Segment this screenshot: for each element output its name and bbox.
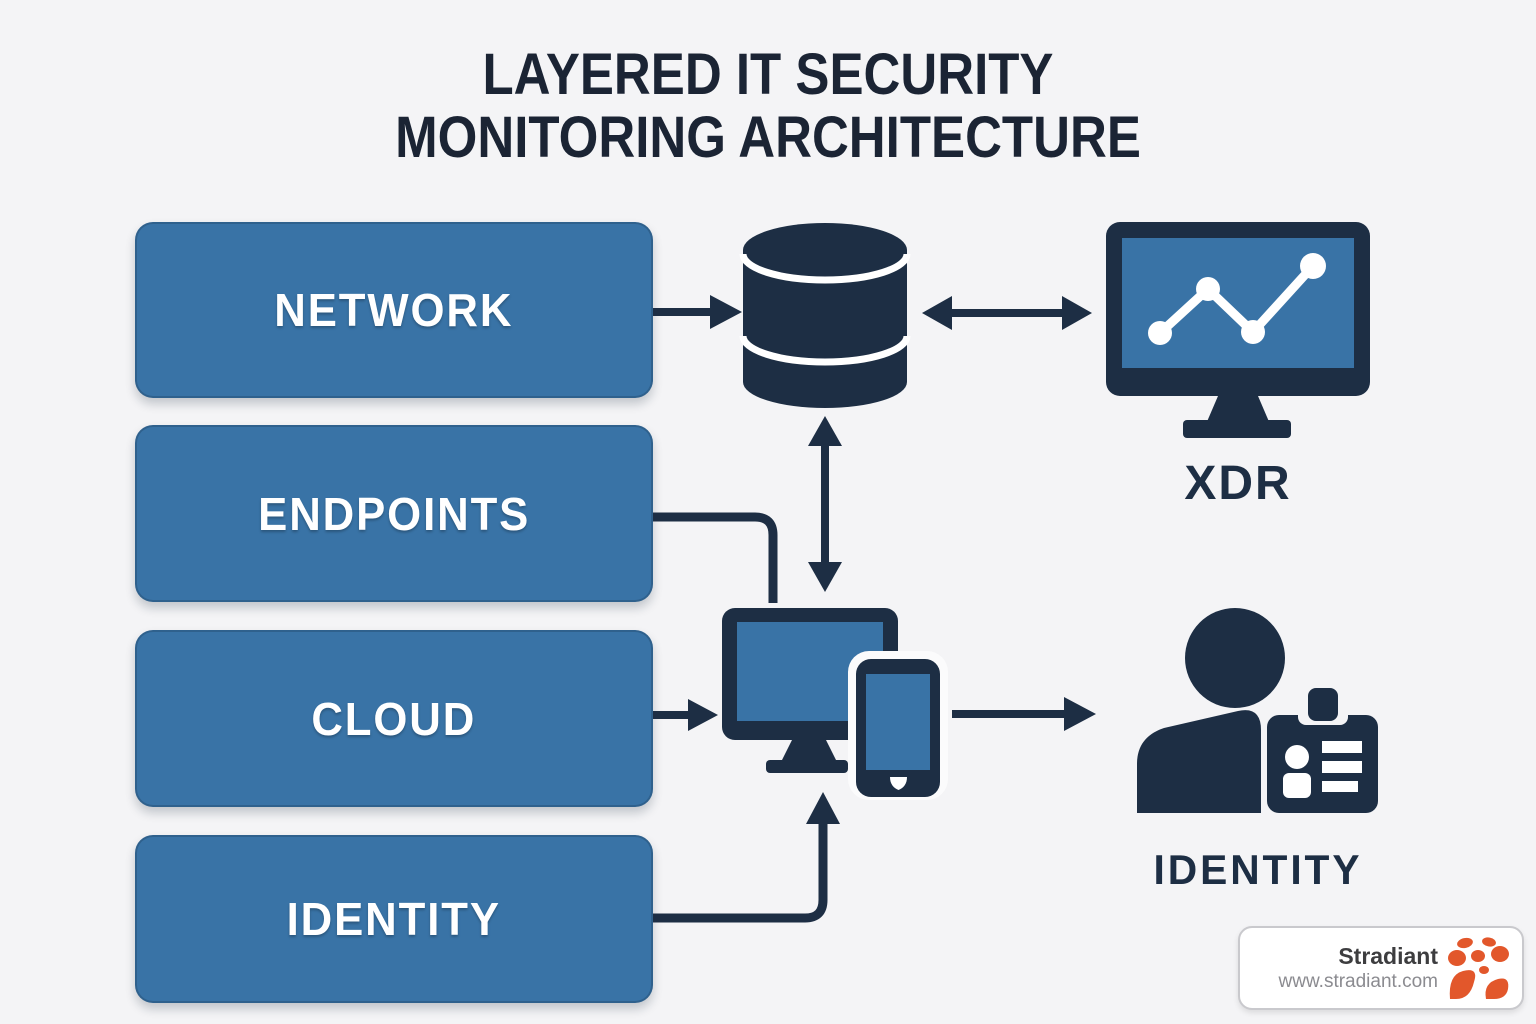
smartphone-icon — [848, 651, 948, 800]
xdr-line-chart-icon — [1148, 253, 1326, 345]
layer-box-cloud: CLOUD — [135, 630, 653, 807]
connector-identity-to-devices — [653, 792, 840, 923]
layer-box-network: NETWORK — [135, 222, 653, 398]
title-line-2: MONITORING ARCHITECTURE — [395, 104, 1141, 170]
layer-label-network: NETWORK — [274, 284, 514, 336]
arrow-network-to-database — [653, 295, 742, 329]
arrow-database-xdr-bidirectional — [922, 296, 1092, 330]
layer-label-identity: IDENTITY — [286, 893, 502, 945]
brand-text: Stradiant www.stradiant.com — [1279, 942, 1438, 994]
identity-label: IDENTITY — [1153, 846, 1363, 893]
brand-url: www.stradiant.com — [1278, 970, 1438, 992]
stradiant-logo-icon — [1448, 937, 1509, 999]
connector-endpoints-to-devices — [653, 512, 778, 603]
id-badge-icon — [1267, 688, 1378, 813]
database-icon — [739, 223, 911, 408]
layer-box-identity: IDENTITY — [135, 835, 653, 1003]
brand-card: Stradiant www.stradiant.com — [1238, 926, 1524, 1010]
identity-person-icon — [1137, 608, 1378, 813]
page-title: LAYERED IT SECURITY MONITORING ARCHITECT… — [0, 42, 1536, 170]
xdr-monitor-icon — [1106, 222, 1370, 438]
arrow-devices-to-identity — [952, 697, 1096, 731]
xdr-label: XDR — [1184, 457, 1292, 510]
layer-label-endpoints: ENDPOINTS — [257, 487, 531, 540]
layer-box-endpoints: ENDPOINTS — [135, 425, 653, 602]
brand-name: Stradiant — [1338, 943, 1438, 970]
arrow-cloud-to-devices — [653, 699, 718, 731]
title-line-1: LAYERED IT SECURITY — [482, 42, 1054, 107]
layer-label-cloud: CLOUD — [311, 692, 477, 745]
arrow-database-devices-bidirectional — [808, 416, 842, 592]
devices-icon — [722, 608, 948, 800]
